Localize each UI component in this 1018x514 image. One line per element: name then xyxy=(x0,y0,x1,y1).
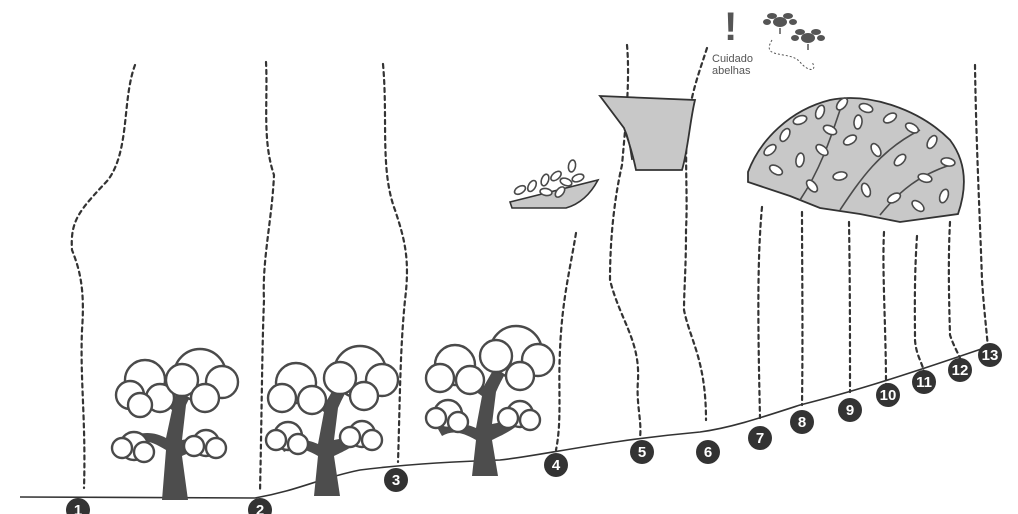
marker-8: 8 xyxy=(790,410,814,434)
marker-label-7: 7 xyxy=(756,430,764,447)
bee-flight-trail xyxy=(768,39,815,70)
dashed-path-1 xyxy=(70,63,137,490)
bee-icon-2 xyxy=(791,29,825,50)
warning-exclamation-icon: ! xyxy=(724,5,737,49)
marker-label-8: 8 xyxy=(798,414,806,431)
tree-2 xyxy=(264,344,400,496)
rock-overhang xyxy=(598,95,697,171)
marker-label-6: 6 xyxy=(704,444,712,461)
tree-1-crown-top-left xyxy=(114,358,176,419)
marker-circle-2 xyxy=(248,498,272,514)
marker-10: 10 xyxy=(876,383,900,407)
tree-2-crown-top-right xyxy=(322,344,400,412)
marker-3: 3 xyxy=(384,468,408,492)
marker-label-4: 4 xyxy=(552,457,561,474)
marker-circle-11 xyxy=(912,370,936,394)
marker-2: 2 xyxy=(248,498,272,514)
tree-3-crown-top-left xyxy=(424,343,486,396)
tree-2-crown-top-left xyxy=(266,361,328,416)
tree-2-crown-bottom-left xyxy=(264,420,310,456)
marker-circle-8 xyxy=(790,410,814,434)
tree-3-crown-bottom-left xyxy=(424,398,470,434)
dashed-path-13 xyxy=(973,63,990,350)
tree-2-crown-bottom-right xyxy=(338,419,384,452)
ground-line xyxy=(19,345,991,499)
marker-circle-3 xyxy=(384,468,408,492)
dashed-path-10 xyxy=(882,230,888,387)
marker-circle-13 xyxy=(978,343,1002,367)
marker-circle-6 xyxy=(696,440,720,464)
marker-label-1: 1 xyxy=(74,502,82,514)
tree-1-crown-top-right xyxy=(164,347,240,414)
dashed-path-12 xyxy=(947,220,964,367)
marker-9: 9 xyxy=(838,398,862,422)
marker-12: 12 xyxy=(948,358,972,382)
large-canopy xyxy=(747,97,965,223)
dashed-path-7 xyxy=(757,205,764,420)
warning-text-line2: abelhas xyxy=(712,65,751,77)
marker-7: 7 xyxy=(748,426,772,450)
marker-circle-1 xyxy=(66,498,90,514)
marker-label-12: 12 xyxy=(952,362,969,379)
tree-3-crown-top-right xyxy=(478,324,556,392)
marker-1: 1 xyxy=(66,498,90,514)
tree-1 xyxy=(110,347,240,500)
marker-13: 13 xyxy=(978,343,1002,367)
marker-label-5: 5 xyxy=(638,444,646,461)
tree-3 xyxy=(424,324,556,476)
tree-1-crown-bottom-left xyxy=(110,430,156,464)
marker-label-9: 9 xyxy=(846,402,854,419)
dashed-path-3 xyxy=(381,62,409,464)
dashed-path-11 xyxy=(913,234,926,374)
dashed-path-9 xyxy=(847,220,852,394)
marker-11: 11 xyxy=(912,370,936,394)
marker-4: 4 xyxy=(544,453,568,477)
marker-label-3: 3 xyxy=(392,472,400,489)
marker-circle-10 xyxy=(876,383,900,407)
tree-3-crown-bottom-right xyxy=(496,399,542,432)
marker-circle-5 xyxy=(630,440,654,464)
marker-label-2: 2 xyxy=(256,502,264,514)
marker-label-10: 10 xyxy=(880,387,897,404)
dashed-path-2 xyxy=(258,60,276,494)
marker-circle-12 xyxy=(948,358,972,382)
marker-label-13: 13 xyxy=(982,347,999,364)
marker-circle-9 xyxy=(838,398,862,422)
small-leafy-ledge xyxy=(508,159,600,209)
tree-1-crown-bottom-right xyxy=(182,428,228,460)
bee-icon xyxy=(763,13,797,34)
marker-circle-4 xyxy=(544,453,568,477)
bee-warning: ! Cuidado abelhas xyxy=(712,5,825,77)
marker-label-11: 11 xyxy=(916,374,932,391)
marker-5: 5 xyxy=(630,440,654,464)
warning-text-line1: Cuidado xyxy=(712,53,753,65)
marker-6: 6 xyxy=(696,440,720,464)
marker-circle-7 xyxy=(748,426,772,450)
dashed-path-4 xyxy=(554,231,578,452)
